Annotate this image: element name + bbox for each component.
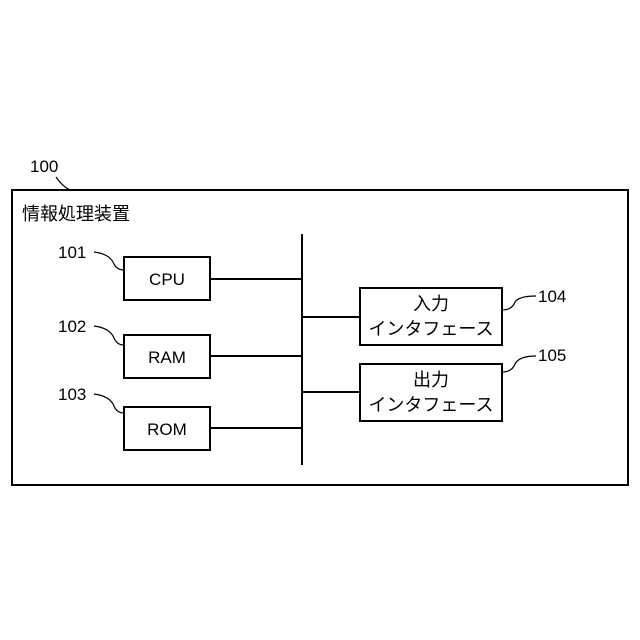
rom-ref-label: 103: [58, 385, 86, 404]
device-title: 情報処理装置: [22, 204, 130, 225]
device-frame: [12, 190, 628, 485]
input-interface-line1: 入力: [413, 294, 449, 315]
device-ref-leader: [56, 177, 70, 190]
device-ref-label: 100: [30, 157, 58, 176]
ram-label: RAM: [148, 348, 186, 367]
output-interface-line1: 出力: [413, 370, 449, 391]
input-interface-ref-label: 104: [538, 287, 566, 306]
output-interface-ref-label: 105: [538, 346, 566, 365]
cpu-ref-label: 101: [58, 243, 86, 262]
rom-label: ROM: [147, 420, 187, 439]
output-interface-line2: インタフェース: [368, 395, 493, 416]
cpu-label: CPU: [149, 270, 185, 289]
input-interface-line2: インタフェース: [368, 319, 493, 340]
ram-ref-label: 102: [58, 317, 86, 336]
